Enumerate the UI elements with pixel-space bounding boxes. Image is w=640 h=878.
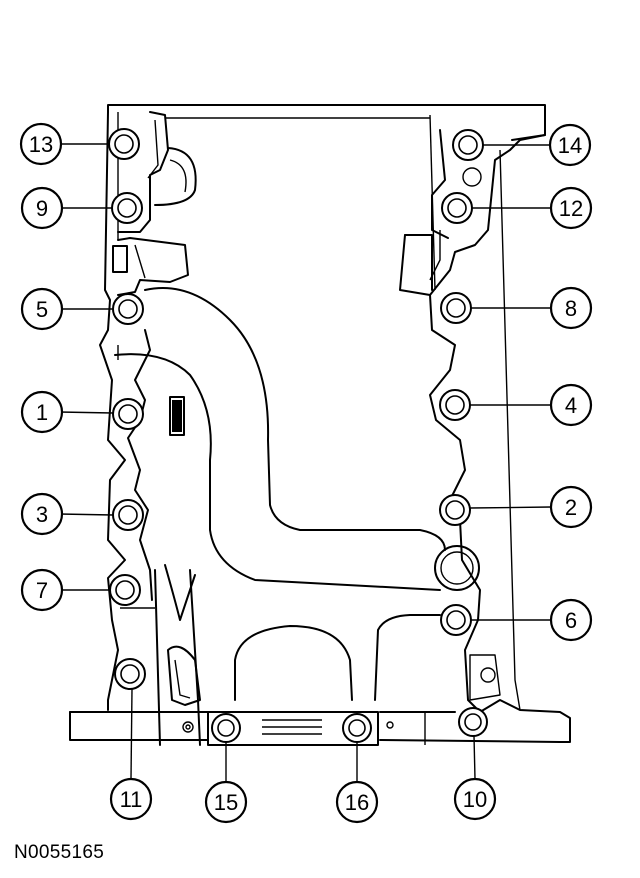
callout-5-label: 5 [36, 297, 48, 322]
bolt-12 [441, 192, 473, 224]
callout-10-label: 10 [463, 787, 487, 812]
callouts: 13 9 5 1 3 7 11 15 [19, 122, 593, 824]
callout-9: 9 [20, 186, 64, 230]
callout-11: 11 [109, 777, 153, 821]
bolt-13 [108, 128, 140, 160]
figure-id: N0055165 [14, 842, 105, 863]
bolt-10 [458, 707, 488, 737]
callout-13-label: 13 [29, 132, 53, 157]
callout-14: 14 [548, 123, 592, 167]
bolt-6 [440, 604, 472, 636]
callout-5: 5 [20, 287, 64, 331]
callout-1-label: 1 [36, 400, 48, 425]
callout-11-label: 11 [120, 787, 143, 812]
callout-16-label: 16 [345, 790, 369, 815]
bolt-3 [112, 499, 144, 531]
callout-6: 6 [549, 598, 593, 642]
bolt-16 [342, 713, 372, 743]
callout-2: 2 [549, 485, 593, 529]
callout-1: 1 [20, 390, 64, 434]
callout-6-label: 6 [565, 608, 577, 633]
bolt-4 [439, 389, 471, 421]
oil-pan-housing [69, 104, 571, 746]
bolt-8 [440, 292, 472, 324]
bolt-7 [109, 574, 141, 606]
callout-12: 12 [549, 186, 593, 230]
callout-10: 10 [453, 777, 497, 821]
bolt-14 [452, 129, 484, 161]
callout-16: 16 [335, 780, 379, 824]
callout-7-label: 7 [36, 578, 48, 603]
callout-3: 3 [20, 492, 64, 536]
callout-8-label: 8 [565, 296, 577, 321]
bolt-15 [211, 713, 241, 743]
bolt-9 [111, 192, 143, 224]
callout-4-label: 4 [565, 393, 577, 418]
bolt-heads [108, 128, 488, 743]
callout-9-label: 9 [36, 196, 48, 221]
bolt-1 [112, 398, 144, 430]
callout-15-label: 15 [214, 790, 238, 815]
leader-lines [58, 143, 552, 782]
callout-14-label: 14 [558, 133, 582, 158]
callout-15: 15 [204, 780, 248, 824]
bolt-11 [114, 658, 146, 690]
callout-3-label: 3 [36, 502, 48, 527]
callout-4: 4 [549, 383, 593, 427]
callout-8: 8 [549, 286, 593, 330]
callout-2-label: 2 [565, 495, 577, 520]
callout-13: 13 [19, 122, 63, 166]
bolt-2 [439, 494, 471, 526]
callout-7: 7 [20, 568, 64, 612]
bolt-5 [112, 293, 144, 325]
callout-12-label: 12 [559, 196, 583, 221]
